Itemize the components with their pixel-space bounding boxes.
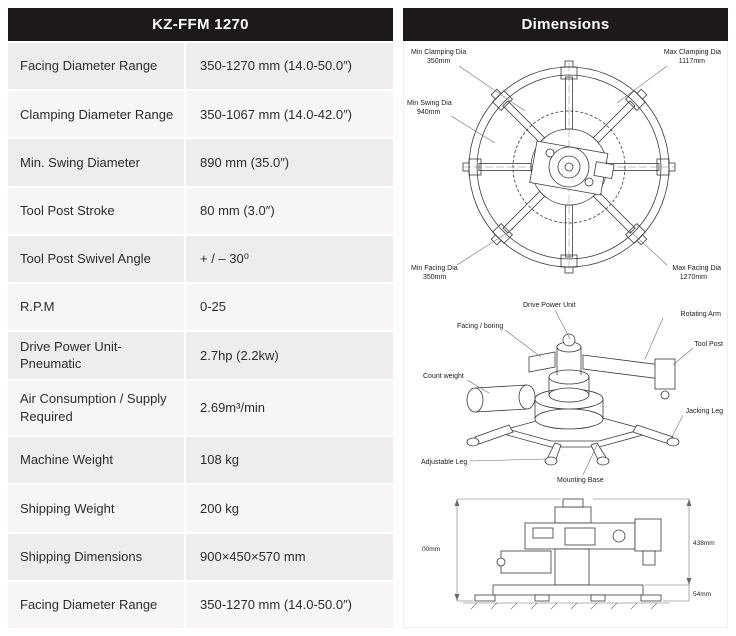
table-row: Machine Weight 108 kg	[8, 435, 393, 484]
top-view-value: 1270mm	[679, 274, 706, 281]
spec-table: Facing Diameter Range 350-1270 mm (14.0-…	[8, 43, 393, 628]
spec-label: Facing Diameter Range	[8, 581, 186, 628]
spec-value: 350-1270 mm (14.0-50.0″)	[200, 597, 353, 613]
top-view-value: 350mm	[427, 58, 451, 65]
top-view-value: 1117mm	[678, 58, 704, 65]
table-row: R.P.M 0-25	[8, 282, 393, 331]
top-view-drawing: Min Clamping Dia 350mm Max Clamping Dia …	[407, 49, 721, 281]
side-dim-left: 00mm	[421, 546, 439, 553]
isometric-view-drawing: Drive Power Unit Rotating Arm Facing / b…	[421, 302, 723, 484]
side-view-drawing: 00mm 438mm 54mm	[421, 498, 715, 610]
top-view-label: Max Clamping Dia	[663, 49, 720, 56]
iso-label-adjustable-leg: Adjustable Leg	[421, 459, 467, 466]
spec-value: 80 mm (3.0″)	[200, 202, 275, 218]
side-dim-foot: 54mm	[693, 591, 711, 598]
model-title: KZ-FFM 1270	[8, 8, 393, 41]
iso-label-rotating-arm: Rotating Arm	[680, 311, 721, 318]
top-view-label: Min Clamping Dia	[411, 49, 466, 56]
spec-label: R.P.M	[8, 284, 186, 331]
spec-label: Shipping Weight	[8, 485, 186, 532]
side-dim-height: 438mm	[693, 540, 715, 547]
spec-value: 350-1270 mm (14.0-50.0″)	[200, 58, 353, 74]
spec-label: Tool Post Stroke	[8, 187, 186, 234]
dimensions-panel: Dimensions	[403, 8, 728, 628]
table-row: Shipping Weight 200 kg	[8, 483, 393, 532]
technical-drawings: Min Clamping Dia 350mm Max Clamping Dia …	[403, 41, 728, 628]
table-row: Min. Swing Diameter 890 mm (35.0″)	[8, 137, 393, 186]
iso-label-mounting-base: Mounting Base	[557, 477, 604, 484]
spec-label: Air Consumption / Supply Required	[8, 380, 186, 436]
spec-value: 108 kg	[200, 452, 240, 468]
table-row: Facing Diameter Range 350-1270 mm (14.0-…	[8, 43, 393, 90]
spec-value: 0-25	[200, 299, 227, 315]
top-view-value: 350mm	[423, 274, 447, 281]
top-view-label: Min Swing Dia	[407, 100, 452, 107]
spec-value: + / – 30⁰	[200, 251, 249, 267]
spec-label: Machine Weight	[8, 437, 186, 484]
spec-value: 2.69m³/min	[200, 400, 266, 416]
table-row: Shipping Dimensions 900×450×570 mm	[8, 531, 393, 580]
spec-value: 2.7hp (2.2kw)	[200, 347, 279, 363]
spec-value: 350-1067 mm (14.0-42.0″)	[200, 106, 353, 122]
spec-label: Facing Diameter Range	[8, 43, 186, 90]
spec-table-panel: KZ-FFM 1270 Facing Diameter Range 350-12…	[8, 8, 393, 628]
spec-value: 200 kg	[200, 500, 240, 516]
table-row: Tool Post Stroke 80 mm (3.0″)	[8, 185, 393, 234]
spec-value: 890 mm (35.0″)	[200, 154, 290, 170]
spec-label: Min. Swing Diameter	[8, 139, 186, 186]
spec-label: Clamping Diameter Range	[8, 91, 186, 138]
iso-label-jacking-leg: Jacking Leg	[685, 408, 722, 415]
iso-label-tool-post: Tool Post	[694, 341, 723, 348]
dimensions-title: Dimensions	[403, 8, 728, 41]
top-view-label: Min Facing Dia	[411, 265, 458, 272]
spec-label: Shipping Dimensions	[8, 533, 186, 580]
top-view-label: Max Facing Dia	[672, 265, 721, 272]
spec-label: Tool Post Swivel Angle	[8, 235, 186, 283]
spec-label: Drive Power Unit-Pneumatic	[8, 332, 186, 379]
table-row: Clamping Diameter Range 350-1067 mm (14.…	[8, 89, 393, 138]
iso-label-drive-power-unit: Drive Power Unit	[523, 302, 576, 309]
table-row: Tool Post Swivel Angle + / – 30⁰	[8, 233, 393, 283]
table-row: Drive Power Unit-Pneumatic 2.7hp (2.2kw)	[8, 330, 393, 379]
top-view-value: 940mm	[417, 109, 441, 116]
table-row: Air Consumption / Supply Required 2.69m³…	[8, 378, 393, 436]
table-row: Facing Diameter Range 350-1270 mm (14.0-…	[8, 579, 393, 628]
iso-label-count-weight: Count weight	[423, 373, 464, 380]
spec-value: 900×450×570 mm	[200, 548, 306, 564]
iso-label-facing-boring: Facing / boring	[457, 323, 503, 330]
